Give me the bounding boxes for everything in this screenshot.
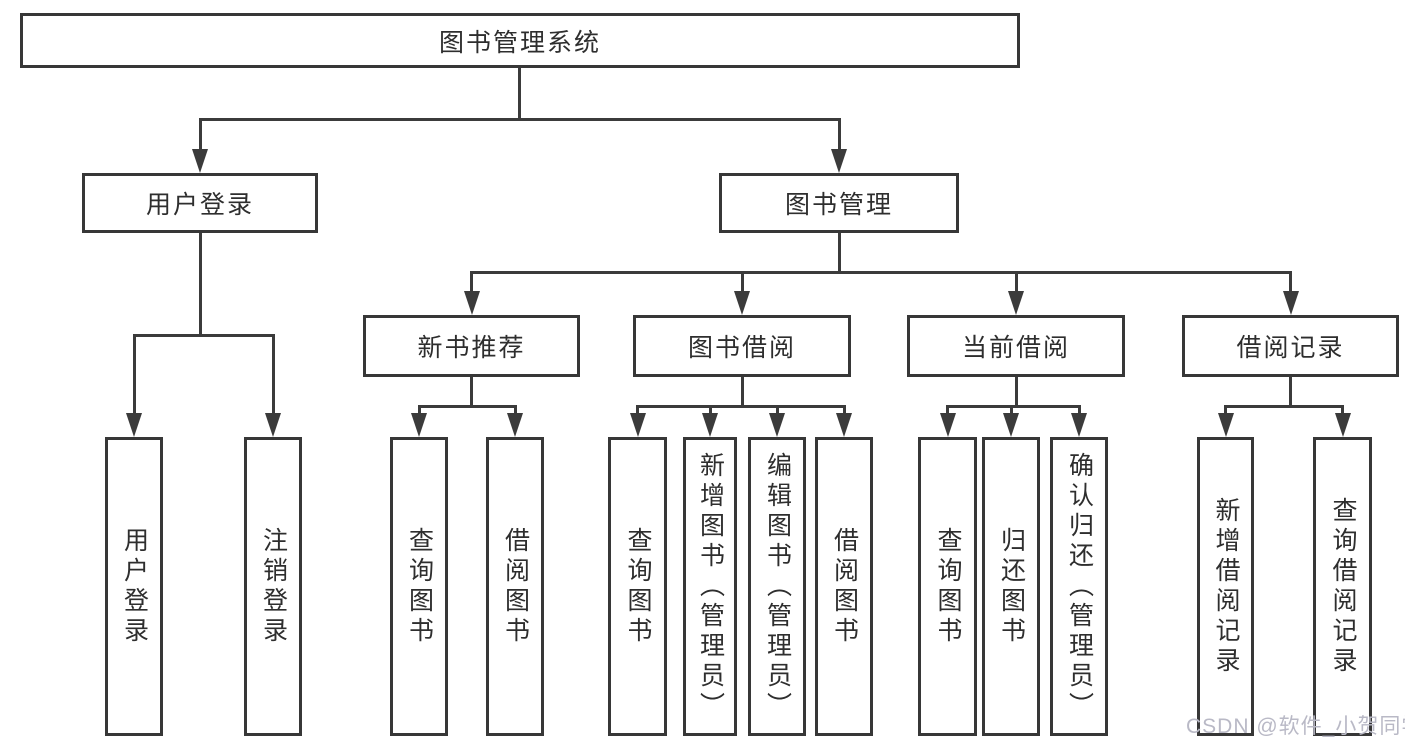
connector-stub <box>636 405 639 415</box>
node-label: 注销登录 <box>259 526 288 647</box>
connector-root-drop <box>517 68 521 120</box>
arrowhead-down-icon <box>702 413 718 437</box>
connector-book-management-drop <box>837 233 841 273</box>
connector-borrowing-records-rail <box>1224 405 1344 408</box>
connector-stub <box>775 405 779 415</box>
node-label: 当前借阅 <box>961 334 1070 362</box>
leaf-borrow-books: 借阅图书 <box>815 437 873 736</box>
node-label: 图书管理 <box>784 191 893 219</box>
node-label: 用户登录 <box>145 191 254 219</box>
node-label: 归还图书 <box>997 526 1026 647</box>
arrowhead-down-icon <box>507 413 523 437</box>
leaf-query-books-current: 查询图书 <box>918 437 977 736</box>
connector-stub-current-borrowing <box>1014 270 1018 293</box>
leaf-edit-books-admin: 编辑图书（管理员） <box>748 437 806 736</box>
connector-stub-borrowing-records <box>1289 270 1292 293</box>
connector-new-book-drop <box>470 377 473 408</box>
connector-stub <box>842 405 846 415</box>
node-label: 新增借阅记录 <box>1212 496 1240 677</box>
node-label: 编辑图书（管理员） <box>763 451 792 722</box>
arrowhead-down-icon <box>769 413 785 437</box>
arrowhead-down-icon <box>463 291 480 315</box>
connector-stub-user-login <box>198 117 202 152</box>
connector-user-login-rail <box>132 333 275 337</box>
leaf-query-books-borrowing: 查询图书 <box>608 437 667 736</box>
arrowhead-down-icon <box>265 413 281 437</box>
connector-stub <box>1224 405 1227 415</box>
leaf-confirm-return-admin: 确认归还（管理员） <box>1050 437 1108 736</box>
connector-stub-leaf-user-login <box>132 333 136 415</box>
node-label: 用户登录 <box>120 526 149 647</box>
node-new-book-recommendation: 新书推荐 <box>363 315 580 377</box>
node-library-management-system: 图书管理系统 <box>20 13 1020 68</box>
leaf-add-borrow-record: 新增借阅记录 <box>1197 437 1254 736</box>
arrowhead-down-icon <box>1217 413 1234 437</box>
arrowhead-down-icon <box>411 413 427 437</box>
connector-new-book-rail <box>417 405 517 408</box>
connector-book-management-rail <box>470 270 1292 274</box>
connector-stub <box>708 405 712 415</box>
arrowhead-down-icon <box>1008 291 1024 315</box>
connector-current-borrowing-drop <box>1014 377 1018 408</box>
leaf-add-books-admin: 新增图书（管理员） <box>683 437 737 736</box>
connector-stub <box>946 405 949 415</box>
leaf-return-books: 归还图书 <box>982 437 1040 736</box>
node-user-login: 用户登录 <box>82 173 318 233</box>
leaf-borrow-books-recommend: 借阅图书 <box>486 437 544 736</box>
node-label: 查询图书 <box>405 526 434 647</box>
node-label: 查询图书 <box>624 526 652 647</box>
csdn-watermark: CSDN @软件_小贺同学 <box>1186 715 1405 738</box>
leaf-query-books-recommend: 查询图书 <box>390 437 448 736</box>
node-book-management: 图书管理 <box>719 173 959 233</box>
node-label: 新增图书（管理员） <box>696 451 725 722</box>
node-label: 借阅记录 <box>1236 334 1345 362</box>
arrowhead-down-icon <box>1282 291 1299 315</box>
arrowhead-down-icon <box>734 291 750 315</box>
node-borrowing-records: 借阅记录 <box>1182 315 1399 377</box>
connector-stub <box>1077 405 1081 415</box>
leaf-user-login: 用户登录 <box>105 437 163 736</box>
node-label: 查询借阅记录 <box>1329 496 1357 677</box>
connector-stub-leaf-logout <box>271 333 275 415</box>
connector-stub <box>1009 405 1013 415</box>
connector-stub-book-borrowing <box>740 270 744 293</box>
node-label: 借阅图书 <box>830 526 859 647</box>
connector-stub <box>513 405 517 415</box>
node-label: 新书推荐 <box>417 334 526 362</box>
arrowhead-down-icon <box>836 413 852 437</box>
connector-borrowing-records-drop <box>1289 377 1292 408</box>
node-current-borrowing: 当前借阅 <box>907 315 1125 377</box>
leaf-query-borrow-record: 查询借阅记录 <box>1313 437 1372 736</box>
arrowhead-down-icon <box>1003 413 1019 437</box>
connector-root-rail <box>198 117 841 121</box>
arrowhead-down-icon <box>939 413 956 437</box>
arrowhead-down-icon <box>629 413 646 437</box>
connector-book-borrowing-drop <box>740 377 744 408</box>
connector-book-borrowing-rail <box>636 405 846 408</box>
connector-user-login-drop <box>198 233 202 336</box>
connector-stub <box>1341 405 1344 415</box>
node-label: 确认归还（管理员） <box>1065 451 1094 722</box>
arrowhead-down-icon <box>1071 413 1087 437</box>
node-book-borrowing: 图书借阅 <box>633 315 851 377</box>
arrowhead-down-icon <box>126 413 142 437</box>
connector-stub <box>417 405 421 415</box>
connector-stub-new-book <box>470 270 473 293</box>
arrowhead-down-icon <box>1334 413 1351 437</box>
node-label: 借阅图书 <box>501 526 530 647</box>
connector-stub-book-management <box>837 117 841 152</box>
node-label: 图书管理系统 <box>438 28 601 57</box>
arrowhead-down-icon <box>192 149 208 173</box>
node-label: 查询图书 <box>934 526 962 647</box>
leaf-logout: 注销登录 <box>244 437 302 736</box>
node-label: 图书借阅 <box>687 334 796 362</box>
arrowhead-down-icon <box>831 149 847 173</box>
connector-current-borrowing-rail <box>946 405 1081 408</box>
